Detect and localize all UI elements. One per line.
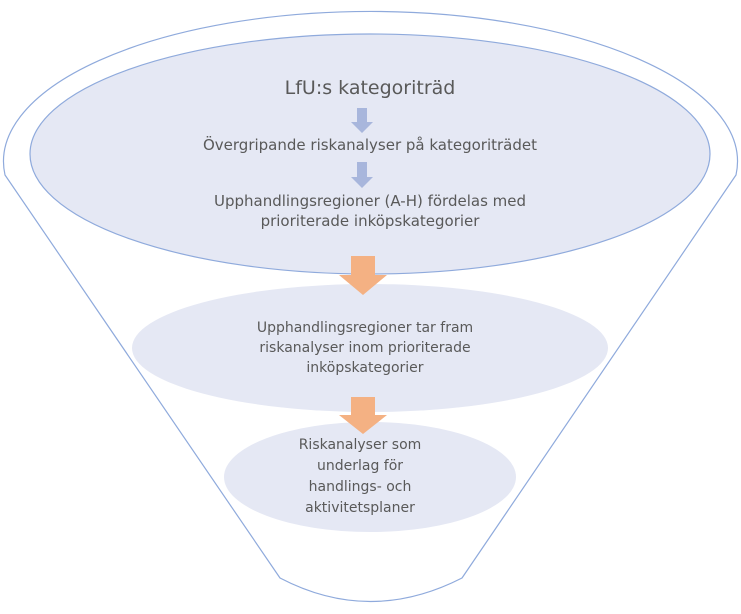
orange-arrow-2-icon: [339, 397, 387, 434]
top-step2-line2: prioriterade inköpskategorier: [260, 211, 480, 230]
blue-arrow-2-icon: [351, 162, 373, 188]
orange-arrow-1-icon: [339, 256, 387, 295]
bottom-line2: underlag för: [316, 458, 404, 474]
bottom-ellipse: [224, 422, 516, 532]
middle-line2: riskanalyser inom prioriterade: [259, 340, 471, 356]
top-title: LfU:s kategoriträd: [284, 77, 456, 99]
bottom-line3: handlings- och: [308, 479, 412, 495]
top-step1: Övergripande riskanalyser på kategoriträ…: [202, 136, 538, 154]
middle-ellipse: [132, 284, 608, 412]
top-step2: Upphandlingsregioner (A-H) fördelas med …: [214, 192, 526, 231]
top-step2-line1: Upphandlingsregioner (A-H) fördelas med: [213, 192, 527, 210]
bottom-line1: Riskanalyser som: [298, 437, 422, 453]
middle-line3: inköpskategorier: [306, 360, 424, 376]
bottom-line4: aktivitetsplaner: [305, 500, 415, 516]
middle-line1: Upphandlingsregioner tar fram: [256, 320, 474, 336]
middle-text: Upphandlingsregioner tar fram riskanalys…: [257, 318, 473, 378]
bottom-text: Riskanalyser som underlag för handlings-…: [299, 435, 422, 519]
blue-arrow-1-icon: [351, 108, 373, 133]
